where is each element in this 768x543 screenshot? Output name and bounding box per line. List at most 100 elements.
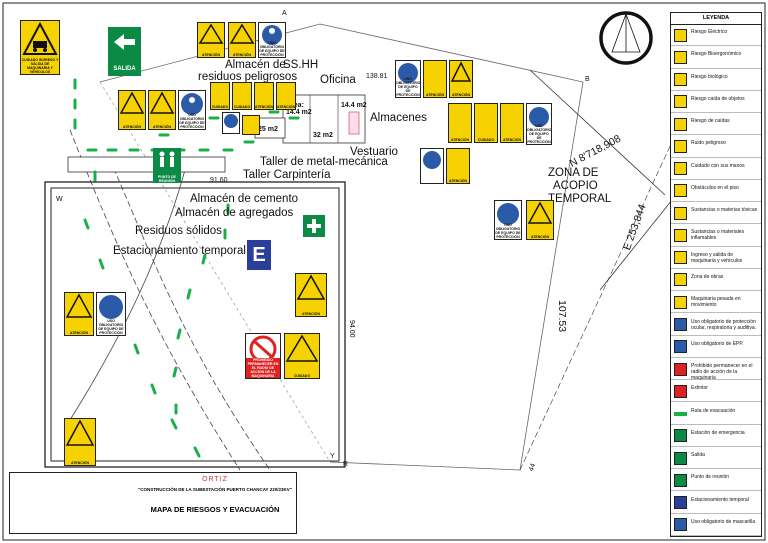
heavy-machinery-sign: ATENCIÓN bbox=[295, 273, 327, 317]
legend-item-label: Riesgo caída de objetos bbox=[691, 95, 745, 102]
legend-item-label: Ruta de evacuación bbox=[691, 407, 736, 414]
area-value-3: 25 m2 bbox=[258, 126, 278, 133]
legend-item-label: Salida bbox=[691, 452, 705, 459]
falling-objects-icon bbox=[149, 91, 175, 114]
label-estacionamiento: Estacionamiento temporal bbox=[113, 245, 246, 257]
title-block: ORTIZ "CONSTRUCCIÓN DE LA SUBESTACIÓN PU… bbox=[9, 472, 297, 534]
corner-b: B bbox=[585, 76, 590, 83]
legend-item: Punto de reunión bbox=[671, 469, 761, 492]
warning-sign-7: ATENCIÓN bbox=[449, 60, 473, 98]
parking-sign: E bbox=[247, 240, 271, 270]
label-almacen-agregados: Almacén de agregados bbox=[175, 207, 294, 219]
caution-sign-3: ATENCIÓN bbox=[254, 82, 274, 110]
fall-hazard-icon bbox=[674, 117, 687, 131]
caution-sign-2: CUIDADO bbox=[232, 82, 252, 110]
label-taller-carpinteria: Taller Carpintería bbox=[243, 169, 331, 181]
ppe-sign-4: USO OBLIGATORIO DE EQUIPO DE PROTECCIÓN bbox=[395, 60, 421, 98]
company-name: ORTIZ bbox=[202, 476, 228, 483]
hand-hazard-icon bbox=[674, 162, 687, 176]
caution-sign-4: ATENCIÓN bbox=[276, 82, 296, 110]
warning-sign-11: ATENCIÓN bbox=[446, 148, 470, 184]
legend-item-label: Extintor bbox=[691, 385, 708, 392]
corner-r: R bbox=[343, 461, 349, 468]
flammable-icon bbox=[229, 23, 255, 44]
area-value-1: 14.4 m2 bbox=[286, 109, 312, 116]
ppe-body-icon bbox=[529, 107, 549, 127]
legend-item: Zona de obras bbox=[671, 269, 761, 292]
legend-item: Estacionamiento temporal bbox=[671, 491, 761, 514]
vehicle-warning-sign: CUIDADO bbox=[284, 333, 320, 379]
legend-item: Obstáculos en el piso bbox=[671, 180, 761, 203]
label-almacen-cemento: Almacén de cemento bbox=[190, 193, 299, 205]
warning-sign-10: ATENCIÓN bbox=[500, 103, 524, 143]
mask-icon bbox=[423, 151, 441, 169]
evacuation-arrow-icon bbox=[674, 411, 687, 416]
ergonomic-hazard-icon bbox=[674, 50, 687, 64]
warning-sign-12: ATENCIÓN bbox=[64, 292, 94, 336]
ppe-sign-1: USO OBLIGATORIO DE EQUIPO DE PROTECCIÓN bbox=[258, 22, 286, 58]
warning-sign-3: ATENCIÓN bbox=[118, 90, 146, 130]
ppe-face-icon bbox=[224, 114, 238, 128]
property-line-3 bbox=[519, 59, 711, 471]
works-zone-sign-2: ATENCIÓN bbox=[64, 418, 96, 466]
warning-sign-2: ATENCIÓN bbox=[228, 22, 256, 58]
ppe-sign-5: USO OBLIGATORIO DE EQUIPO DE PROTECCIÓN bbox=[526, 103, 552, 145]
heavy-machinery-icon bbox=[296, 274, 326, 300]
legend-item-label: Riesgo de caídas bbox=[691, 118, 730, 125]
biohazard-icon bbox=[450, 61, 472, 82]
heavy-machinery-icon bbox=[674, 295, 687, 309]
legend-item: Extintor bbox=[671, 380, 761, 403]
exit-icon bbox=[674, 451, 687, 465]
legend-item-label: Cuidado con sus manos bbox=[691, 162, 745, 169]
legend-item-label: Riesgo Eléctrico bbox=[691, 29, 728, 36]
label-zona-acopio-2: ACOPIO bbox=[553, 180, 598, 192]
area-value-2: 14.4 m2 bbox=[341, 102, 367, 109]
ppe-sign-6 bbox=[420, 148, 444, 184]
label-zona-acopio-1: ZONA DE bbox=[548, 167, 599, 179]
legend-item-label: Obstáculos en el piso bbox=[691, 184, 739, 191]
warning-sign-4: ATENCIÓN bbox=[148, 90, 176, 130]
legend-item-label: Riesgo biológico bbox=[691, 73, 728, 80]
legend-item: Riesgo Eléctrico bbox=[671, 24, 761, 47]
legend-item: Riesgo caída de objetos bbox=[671, 91, 761, 114]
mask-icon bbox=[674, 518, 687, 532]
legend-item: Riesgo biológico bbox=[671, 69, 761, 91]
extinguisher-icon bbox=[674, 384, 687, 398]
taller-carpinteria-block bbox=[67, 156, 226, 173]
label-almacenes: Almacenes bbox=[370, 112, 427, 124]
legend-item-label: Uso obligatorio de EPP. bbox=[691, 340, 744, 347]
dim-91: 91.60 bbox=[210, 177, 228, 184]
legend-item: Maquinaria pesada en movimiento bbox=[671, 291, 761, 314]
warning-sign-9: CUIDADO bbox=[474, 103, 498, 143]
toxic-icon bbox=[674, 206, 687, 220]
label-oficina: Oficina bbox=[320, 74, 356, 86]
legend-item-label: Maquinaria pesada en movimiento bbox=[691, 296, 741, 309]
ppe-body-icon bbox=[497, 203, 519, 225]
ppe-body-icon bbox=[99, 295, 123, 319]
legend-item: Salida bbox=[671, 447, 761, 470]
legend-item-label: Uso obligatorio de mascarilla bbox=[691, 518, 756, 525]
electric-hazard-icon bbox=[119, 91, 145, 114]
warning-sign-5 bbox=[242, 115, 260, 135]
area-value-4: 32 m2 bbox=[313, 132, 333, 139]
works-zone-icon bbox=[527, 201, 553, 224]
dim-138: 138.81 bbox=[366, 73, 388, 80]
warning-sign-8: ATENCIÓN bbox=[448, 103, 472, 143]
corner-a: A bbox=[282, 10, 287, 17]
legend-item: Riesgo Bioergonómico bbox=[671, 46, 761, 69]
legend-title: LEYENDA bbox=[671, 13, 761, 25]
vehicle-icon bbox=[22, 21, 58, 55]
label-taller-metal: Taller de metal-mecánica bbox=[260, 156, 388, 168]
machinery-caution-sign: CUIDADO INGRESO Y SALIDA DE MAQUINARIA Y… bbox=[20, 20, 60, 75]
vehicle-icon bbox=[285, 334, 319, 362]
works-zone-icon bbox=[65, 293, 93, 318]
label-almacen-residuos: Almacén de bbox=[225, 59, 286, 71]
legend-item-label: Sustancias o materias tóxicas bbox=[691, 207, 758, 214]
ppe-sign-3 bbox=[222, 112, 240, 134]
emergency-station-icon bbox=[674, 429, 687, 443]
exit-arrow-icon bbox=[114, 34, 135, 50]
ppe-body-icon bbox=[262, 25, 282, 45]
vestuario-block bbox=[348, 111, 360, 135]
